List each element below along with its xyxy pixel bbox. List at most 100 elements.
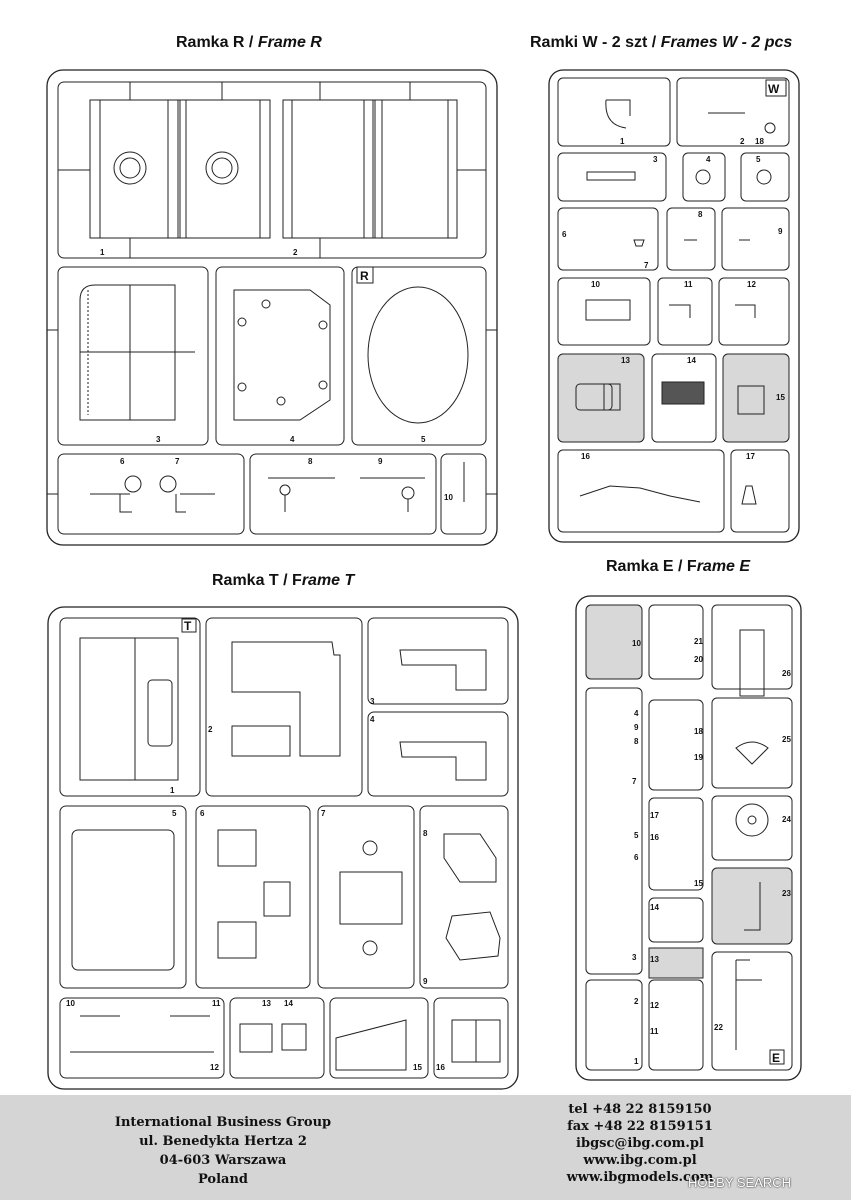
frame-e-letter: E — [772, 1051, 780, 1065]
frame-r-cell-1-2 — [57, 81, 487, 259]
part-number: 20 — [694, 655, 703, 664]
frame-e-cell-23-shaded — [711, 867, 793, 945]
hatch-ring — [113, 151, 147, 185]
part-number: 11 — [684, 280, 693, 289]
part-number: 1 — [634, 1057, 639, 1066]
part-number: 5 — [634, 831, 639, 840]
part-number: 5 — [172, 809, 177, 818]
part-number: 7 — [632, 777, 637, 786]
company-city: 04-603 Warszawa — [159, 1153, 287, 1168]
frame-r-letter-box — [356, 266, 374, 284]
frame-r-title-en: Frame R — [257, 34, 322, 51]
frame-r-title-pl: Ramka R / — [176, 34, 258, 51]
part-number: 4 — [706, 155, 711, 164]
part-number: 9 — [634, 723, 639, 732]
part-number: 18 — [694, 727, 703, 736]
frame-w — [548, 69, 800, 543]
part-number: 2 — [740, 137, 745, 146]
frame-t — [47, 606, 519, 1090]
contact-web-2[interactable]: www.ibgmodels.com — [566, 1170, 714, 1185]
sprue-diagram: 1 2 3 4 5 6 7 8 9 10 1 2 3 4 5 6 7 8 9 1… — [46, 69, 802, 1090]
frame-w-cell-13-shaded — [557, 353, 645, 443]
frame-w-letter: W — [768, 82, 780, 96]
part-number: 17 — [650, 811, 659, 820]
part-number: 11 — [650, 1027, 659, 1036]
frame-w-title: Ramki W - 2 szt / Frames W - 2 pcs — [530, 34, 792, 52]
frame-e-title-en: rame E — [696, 558, 751, 575]
plate-part-4 — [233, 289, 331, 421]
part-number: 12 — [210, 1063, 219, 1072]
contact-tel: tel +48 22 8159150 — [568, 1102, 712, 1117]
company-name: International Business Group — [114, 1115, 332, 1130]
frame-r-cell-5 — [351, 266, 487, 446]
part-number: 3 — [632, 953, 637, 962]
frame-t-letter-box — [181, 618, 197, 633]
frame-e-outer — [575, 595, 802, 1081]
frame-w-outer — [548, 69, 800, 543]
frame-t-title: Ramka T / Frame T — [212, 572, 354, 590]
part-number: 26 — [782, 669, 791, 678]
part-number: 4 — [290, 435, 295, 444]
oval-part-5 — [367, 286, 469, 424]
part-number: 25 — [782, 735, 791, 744]
part-number: 2 — [208, 725, 213, 734]
part-number: 6 — [634, 853, 639, 862]
company-country: Poland — [197, 1172, 248, 1187]
part-number: 8 — [423, 829, 428, 838]
frame-r-cell-4 — [215, 266, 345, 446]
part-number: 19 — [694, 753, 703, 762]
part-number: 10 — [66, 999, 75, 1008]
frame-t-letter: T — [184, 619, 192, 633]
part-number: 22 — [714, 1023, 723, 1032]
part-number: 21 — [694, 637, 703, 646]
frame-w-cell-15-shaded — [722, 353, 790, 443]
part-number: 9 — [423, 977, 428, 986]
part-number: 5 — [756, 155, 761, 164]
frame-t-title-en: rame T — [301, 572, 355, 589]
part-number: 16 — [650, 833, 659, 842]
part-number: 16 — [436, 1063, 445, 1072]
part-number: 13 — [621, 356, 630, 365]
frame-r-cell-3 — [57, 266, 209, 446]
part-number: 11 — [212, 999, 221, 1008]
contact-fax: fax +48 22 8159151 — [567, 1119, 713, 1134]
frame-e-title: Ramka E / Frame E — [606, 558, 750, 576]
frame-e-cell-10-shaded — [585, 604, 643, 680]
frame-r-outer — [46, 69, 498, 546]
contact-web-1[interactable]: www.ibg.com.pl — [583, 1153, 697, 1168]
frame-r-cell-8-9 — [249, 453, 437, 535]
part-number: 15 — [413, 1063, 422, 1072]
panel-part — [89, 99, 181, 239]
part-number: 10 — [444, 493, 453, 502]
frame-t-outer — [47, 606, 519, 1090]
frame-e — [575, 595, 802, 1081]
frame-e-title-pl: Ramka E / F — [606, 558, 697, 575]
frame-w-title-en: Frames W - 2 pcs — [660, 34, 793, 51]
part-number: 3 — [156, 435, 161, 444]
part-number: 7 — [175, 457, 180, 466]
company-address: International Business Group ul. Benedyk… — [108, 1113, 338, 1189]
part-number: 17 — [746, 452, 755, 461]
part-number: 24 — [782, 815, 791, 824]
contact-email[interactable]: ibgsc@ibg.com.pl — [576, 1136, 704, 1151]
part-number: 4 — [370, 715, 375, 724]
frame-t-title-pl: Ramka T / F — [212, 572, 302, 589]
part-number: 5 — [421, 435, 426, 444]
hatch-ring — [205, 151, 239, 185]
part-number: 7 — [321, 809, 326, 818]
part-number: 2 — [634, 997, 639, 1006]
part-number: 4 — [634, 709, 639, 718]
part-number: 12 — [747, 280, 756, 289]
part-number: 10 — [591, 280, 600, 289]
part-number: 18 — [755, 137, 764, 146]
company-contact: tel +48 22 8159150 fax +48 22 8159151 ib… — [520, 1101, 760, 1186]
part-number: 8 — [698, 210, 703, 219]
part-number: 1 — [620, 137, 625, 146]
part-number: 1 — [170, 786, 175, 795]
part-number: 14 — [687, 356, 696, 365]
part-number: 23 — [782, 889, 791, 898]
part-number: 3 — [653, 155, 658, 164]
panel-part — [372, 99, 458, 239]
frame-e-letter-box — [769, 1049, 785, 1065]
company-street: ul. Benedykta Hertza 2 — [139, 1134, 307, 1149]
